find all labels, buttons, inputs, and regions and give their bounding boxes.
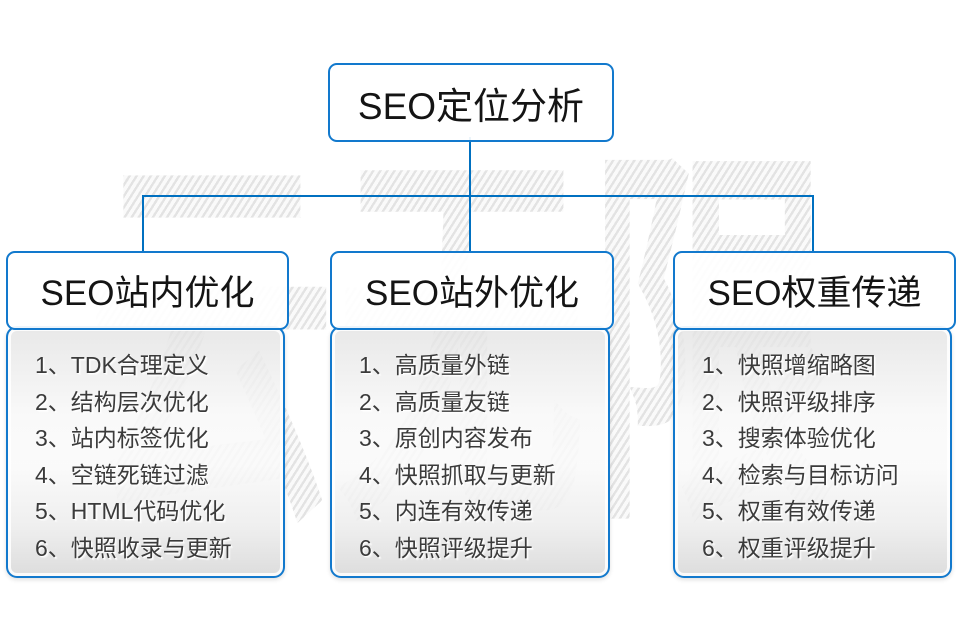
list-item: 6、快照评级提升 [359, 534, 533, 561]
connector-root-vertical [469, 137, 471, 197]
list-item: 4、空链死链过滤 [35, 461, 209, 488]
list-item: 2、高质量友链 [359, 388, 510, 415]
list-item: 4、快照抓取与更新 [359, 461, 556, 488]
column-header-weight-title: SEO权重传递 [707, 274, 922, 313]
onsite-item-list: 1、TDK合理定义 2、结构层次优化 3、站内标签优化 4、空链死链过滤 5、H… [8, 328, 283, 566]
column-header-offsite-title: SEO站外优化 [365, 274, 579, 313]
connector-horizontal [142, 195, 814, 197]
column-header-offsite: SEO站外优化 [330, 251, 614, 330]
column-card-onsite: 1、TDK合理定义 2、结构层次优化 3、站内标签优化 4、空链死链过滤 5、H… [6, 326, 285, 578]
list-item: 5、权重有效传递 [702, 498, 876, 524]
list-item: 1、TDK合理定义 [35, 352, 209, 378]
list-item: 6、快照收录与更新 [35, 534, 232, 561]
list-item: 3、搜索体验优化 [702, 425, 876, 451]
list-item: 1、快照增缩略图 [702, 352, 876, 378]
list-item: 3、原创内容发布 [359, 425, 533, 451]
connector-drop-right [812, 195, 814, 252]
connector-drop-middle [469, 195, 471, 252]
list-item: 5、HTML代码优化 [35, 498, 226, 524]
list-item: 3、站内标签优化 [35, 425, 209, 451]
column-card-weight: 1、快照增缩略图 2、快照评级排序 3、搜索体验优化 4、检索与目标访问 5、权… [673, 326, 952, 578]
list-item: 5、内连有效传递 [359, 498, 533, 524]
list-item: 6、权重评级提升 [702, 534, 876, 561]
list-item: 4、检索与目标访问 [702, 461, 899, 488]
list-item: 2、快照评级排序 [702, 388, 876, 415]
column-header-onsite: SEO站内优化 [6, 251, 289, 330]
column-header-onsite-title: SEO站内优化 [40, 274, 255, 313]
root-node: SEO定位分析 [328, 63, 614, 142]
weight-item-list: 1、快照增缩略图 2、快照评级排序 3、搜索体验优化 4、检索与目标访问 5、权… [675, 328, 950, 566]
column-card-offsite: 1、高质量外链 2、高质量友链 3、原创内容发布 4、快照抓取与更新 5、内连有… [330, 326, 610, 578]
list-item: 2、结构层次优化 [35, 388, 209, 415]
root-node-title: SEO定位分析 [357, 85, 585, 127]
list-item: 1、高质量外链 [359, 352, 510, 378]
column-header-weight: SEO权重传递 [673, 251, 956, 330]
offsite-item-list: 1、高质量外链 2、高质量友链 3、原创内容发布 4、快照抓取与更新 5、内连有… [332, 328, 608, 566]
connector-drop-left [142, 195, 144, 252]
